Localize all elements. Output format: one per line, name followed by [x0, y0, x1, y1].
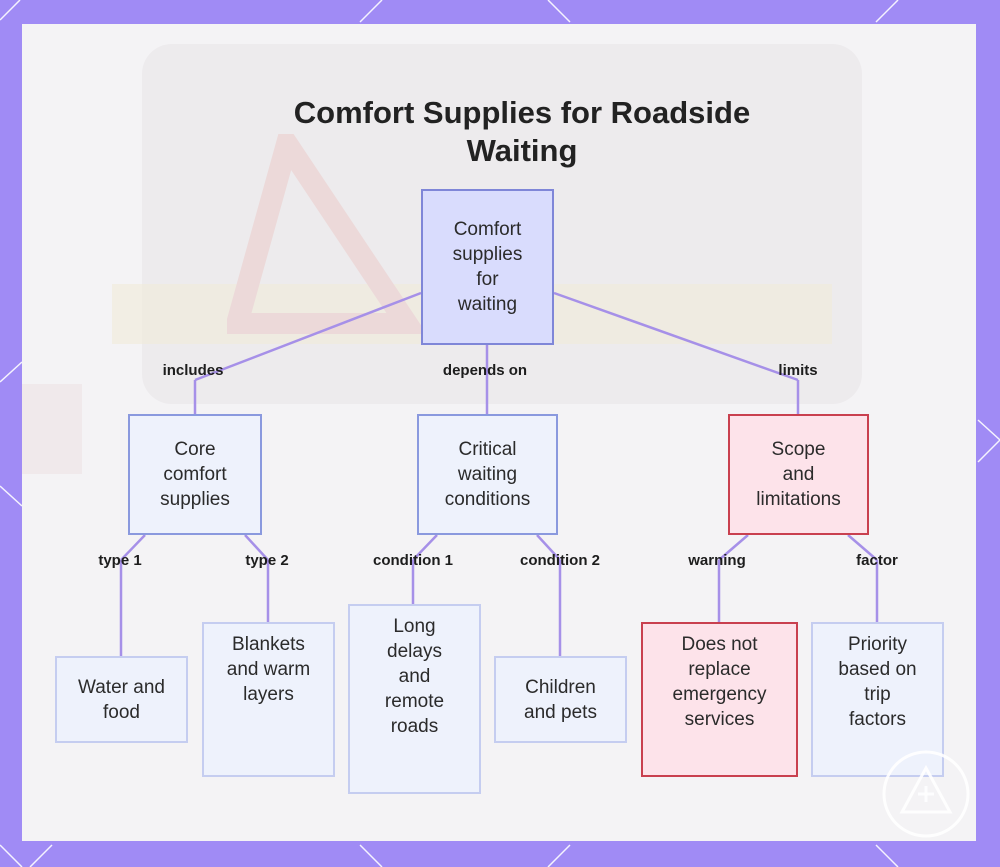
- node-critical-waiting-conditions: Critical waiting conditions: [417, 414, 558, 535]
- link-core-water: [120, 534, 146, 561]
- edge-label-condition-1: condition 1: [373, 552, 453, 569]
- node-conditions-label: Critical waiting conditions: [444, 439, 531, 510]
- node-long-delays-label: Long delays and remote roads: [384, 616, 445, 737]
- edge-label-depends-on: depends on: [442, 362, 528, 379]
- node-does-not-replace: Does not replace emergency services: [641, 622, 798, 777]
- link-conditions-children: [536, 534, 561, 561]
- node-not-replace-label: Does not replace emergency services: [672, 634, 767, 730]
- node-blankets: Blankets and warm layers: [202, 622, 335, 777]
- node-scope-label: Scope and limitations: [756, 439, 841, 510]
- edge-label-type-2: type 2: [245, 552, 289, 569]
- edge-label-condition-2: condition 2: [520, 552, 600, 569]
- node-water-label: Water and food: [78, 676, 165, 723]
- link-root-core: [194, 291, 422, 382]
- link-root-scope: [553, 291, 799, 382]
- node-scope-and-limitations: Scope and limitations: [728, 414, 869, 535]
- diagram-title: Comfort Supplies for Roadside Waiting: [293, 95, 751, 168]
- link-conditions-long: [412, 534, 438, 561]
- edge-label-type-1: type 1: [98, 552, 142, 569]
- node-root-label: Comfort supplies for waiting: [452, 219, 523, 315]
- node-core-label: Core comfort supplies: [160, 439, 230, 510]
- edge-label-warning: warning: [688, 552, 746, 569]
- node-blankets-label: Blankets and warm layers: [226, 634, 311, 705]
- node-root: Comfort supplies for waiting: [421, 189, 554, 345]
- edge-label-limits: limits: [778, 362, 818, 379]
- link-core-blankets: [244, 534, 269, 561]
- edge-label-factor: factor: [856, 552, 898, 569]
- node-priority: Priority based on trip factors: [811, 622, 944, 777]
- node-long-delays: Long delays and remote roads: [348, 604, 481, 794]
- warning-triangle-icon: [882, 750, 970, 838]
- node-water-and-food: Water and food: [55, 656, 188, 743]
- node-children-label: Children and pets: [524, 676, 597, 723]
- edge-label-includes: includes: [162, 362, 224, 379]
- node-core-comfort-supplies: Core comfort supplies: [128, 414, 262, 535]
- link-scope-factor: [847, 534, 878, 561]
- node-children-and-pets: Children and pets: [494, 656, 627, 743]
- node-priority-label: Priority based on trip factors: [838, 634, 917, 730]
- link-scope-warning: [718, 534, 749, 561]
